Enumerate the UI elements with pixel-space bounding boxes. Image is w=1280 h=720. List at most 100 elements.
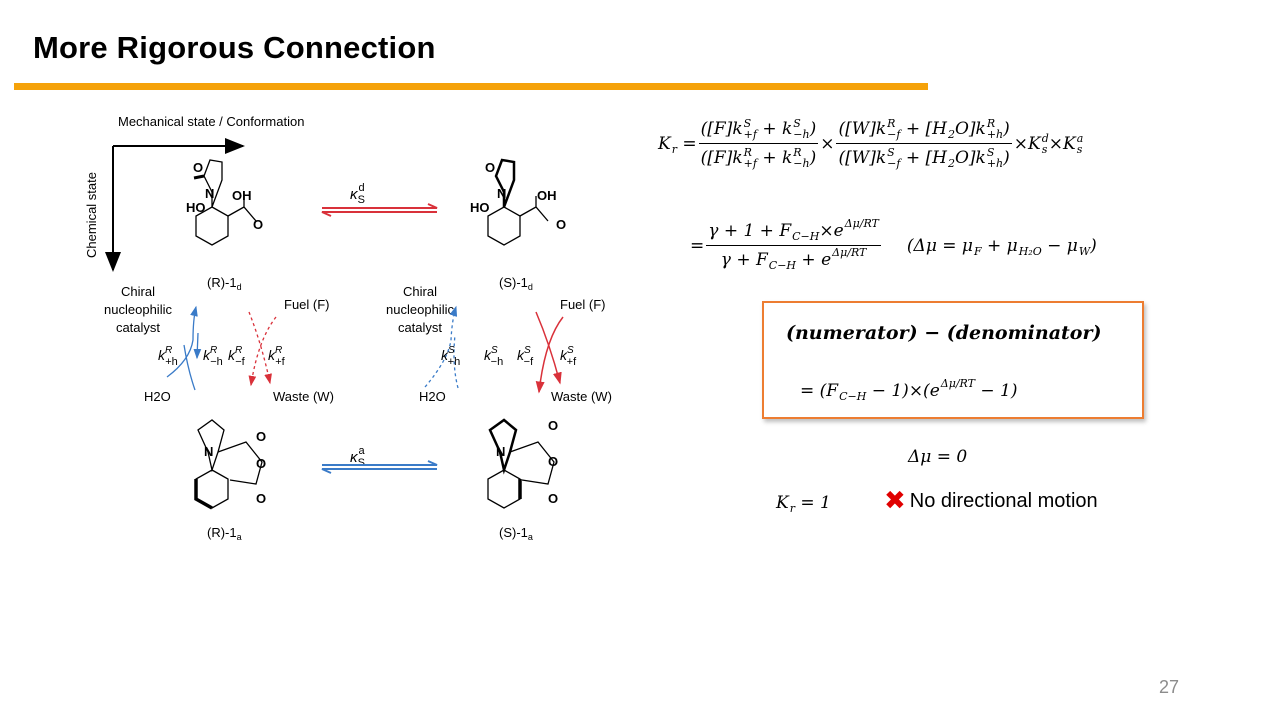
fuel-reverse-arrow-right — [535, 316, 564, 394]
math-token: × — [820, 133, 835, 154]
svg-text:N: N — [496, 444, 505, 459]
svg-text:O: O — [253, 217, 263, 232]
molecule-r-1d: O HO N OH O — [186, 159, 263, 246]
math-token: ) — [809, 119, 817, 139]
rate-constant: kS−f — [517, 345, 534, 368]
svg-text:OH: OH — [232, 188, 252, 203]
svg-text:HO: HO — [186, 200, 206, 215]
molecule-s-1a: N O O O — [487, 418, 558, 509]
math-token: ) — [1090, 235, 1097, 256]
water-label-right: H2O — [419, 389, 446, 404]
reverse-arrow-a — [321, 468, 437, 474]
rate-constant: kR+f — [268, 345, 286, 368]
math-token: = — [676, 133, 697, 154]
svg-text:nucleophilic: nucleophilic — [386, 302, 454, 317]
rate-constant: kS+h — [441, 345, 460, 368]
rate-constant: kR−f — [228, 345, 246, 368]
math-token: ) — [809, 148, 817, 168]
svg-text:catalyst: catalyst — [116, 320, 160, 335]
svg-text:N: N — [204, 444, 213, 459]
waste-label-right: Waste (W) — [551, 389, 612, 404]
svg-text:O: O — [256, 491, 266, 506]
molecule-r-1a: N O O O — [194, 419, 266, 510]
hydrolysis-reverse-arrow-left — [193, 332, 202, 360]
title-underline — [14, 83, 928, 90]
math-token: = — [690, 235, 705, 256]
y-axis-label: Chemical state — [84, 172, 99, 258]
catalyst-label-right: Chiral nucleophilic catalyst — [386, 284, 454, 335]
svg-text:HO: HO — [470, 200, 490, 215]
math-token: Δμ = 0 — [908, 447, 968, 467]
catalyst-label-left: Chiral nucleophilic catalyst — [104, 284, 172, 335]
math-token: (numerator) − (denominator) — [786, 322, 1102, 344]
svg-text:O: O — [556, 217, 566, 232]
svg-text:O: O — [256, 456, 266, 471]
rate-constants-r: kR+h kR−h kR−f kR+f — [158, 345, 286, 368]
svg-text:O: O — [485, 160, 495, 175]
rate-constant: kR−h — [203, 345, 223, 368]
label-s-1a: (S)-1a — [499, 525, 533, 542]
rate-constant: kS+f — [560, 345, 577, 368]
label-r-1d: (R)-1d — [207, 275, 242, 292]
fuel-reverse-arrow-left — [248, 316, 277, 387]
molecule-s-1d: O HO N OH O — [470, 158, 566, 246]
red-cross-icon: ✖ — [884, 486, 906, 516]
math-token: = 1 — [794, 493, 831, 513]
label-r-1a: (R)-1a — [207, 525, 242, 542]
svg-text:O: O — [256, 429, 266, 444]
conclusion-text: No directional motion — [909, 489, 1098, 512]
difference-box — [762, 301, 1144, 419]
rate-constant: kS−h — [484, 345, 503, 368]
page-number: 27 — [1159, 677, 1180, 697]
conclusion: ✖ No directional motion — [884, 486, 1098, 516]
svg-text:N: N — [497, 186, 506, 201]
forward-arrow-d — [322, 203, 438, 209]
fuel-label-left: Fuel (F) — [284, 297, 330, 312]
math-token: − 1) — [974, 381, 1018, 401]
svg-text:Chiral: Chiral — [121, 284, 155, 299]
svg-text:catalyst: catalyst — [398, 320, 442, 335]
water-label-left: H2O — [144, 389, 171, 404]
rate-constant: kR+h — [158, 345, 178, 368]
reverse-arrow-d — [321, 211, 437, 217]
hydrolysis-forward-arrow-right — [424, 305, 458, 388]
hydrolysis-path-right — [453, 334, 459, 389]
label-s-1d: (S)-1d — [499, 275, 533, 292]
svg-text:Chiral: Chiral — [403, 284, 437, 299]
svg-text:O: O — [548, 454, 558, 469]
fuel-label-right: Fuel (F) — [560, 297, 606, 312]
hydrolysis-path-left — [183, 344, 196, 391]
rate-constants-s: kS+h kS−h kS−f kS+f — [441, 345, 577, 368]
hydrolysis-forward-arrow-left — [166, 305, 198, 378]
fuel-forward-arrow-left — [248, 311, 272, 385]
math-token: ) — [1003, 148, 1010, 168]
svg-text:N: N — [205, 186, 214, 201]
delta-mu-zero: Δμ = 0 — [908, 447, 967, 467]
x-axis-label: Mechanical state / Conformation — [118, 114, 304, 129]
